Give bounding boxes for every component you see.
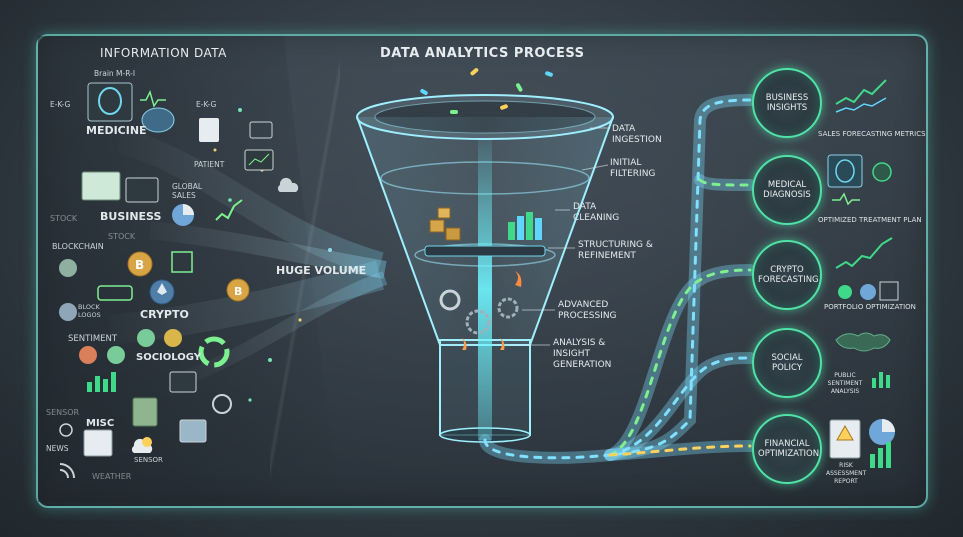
face-icon: [107, 346, 125, 364]
output-sub-portfolio: PORTFOLIO OPTIMIZATION: [824, 303, 916, 311]
chain-link-icon: [98, 286, 132, 300]
stage-structuring-refinement: STRUCTURING & REFINEMENT: [578, 240, 658, 262]
label-business: BUSINESS: [100, 210, 161, 223]
process-title: DATA ANALYTICS PROCESS: [380, 46, 585, 61]
label-ekg-left: E-K-G: [50, 100, 70, 109]
label-sensor-a: SENSOR: [46, 408, 79, 417]
output-sub-sales-forecasting: SALES FORECASTING METRICS: [818, 130, 926, 138]
stage-data-cleaning: DATA CLEANING: [573, 202, 617, 224]
output-social-policy: SOCIAL POLICY: [752, 328, 822, 398]
stage-initial-filtering: INITIAL FILTERING: [610, 158, 660, 180]
risk-report-icon: [830, 419, 895, 468]
medical-scan-icon: [828, 155, 891, 204]
label-huge-volume: HUGE VOLUME: [276, 264, 366, 277]
sales-line-chart-icon: [832, 74, 894, 122]
label-patient: PATIENT: [194, 160, 224, 169]
trend-screen-icon: [170, 372, 196, 392]
output-sub-treatment-plan: OPTIMIZED TREATMENT PLAN: [818, 216, 922, 224]
stage-data-ingestion: DATA INGESTION: [612, 124, 662, 146]
funnel: [357, 67, 613, 442]
happy-face-icon: [137, 329, 155, 347]
output-crypto-forecasting: CRYPTO FORECASTING: [752, 240, 822, 310]
input-section-title: INFORMATION DATA: [100, 46, 227, 60]
label-sociology: SOCIOLOGY: [136, 352, 201, 363]
label-crypto: CRYPTO: [140, 308, 189, 321]
label-news: NEWS: [46, 444, 69, 453]
crypto-growth-chart-icon: [836, 238, 898, 300]
label-stock-b: STOCK: [108, 232, 135, 241]
output-medical-diagnosis: MEDICAL DIAGNOSIS: [752, 155, 822, 225]
label-brain-mri: Brain M-R-I: [94, 69, 135, 78]
ekg-icon: [140, 92, 166, 106]
label-blockchain: BLOCKCHAIN: [52, 242, 104, 251]
label-weather: WEATHER: [92, 472, 131, 481]
label-medicine: MEDICINE: [86, 124, 147, 137]
stage-advanced-processing: ADVANCED PROCESSING: [558, 300, 628, 322]
document-icon: [250, 122, 272, 138]
output-sub-public-sentiment: PUBLIC SENTIMENT ANALYSIS: [824, 372, 866, 396]
stage-analysis-insight: ANALYSIS & INSIGHT GENERATION: [553, 338, 623, 371]
newspaper-icon: [84, 430, 112, 456]
label-block-logos: BLOCK LOGOS: [78, 303, 108, 319]
block-cube-icon: [172, 252, 192, 272]
label-stock-a: STOCK: [50, 214, 77, 223]
bar-chart-screen-icon: [126, 178, 158, 202]
label-misc: MISC: [86, 418, 114, 429]
sensor-icon: [213, 395, 231, 413]
brain-icon: [142, 108, 174, 132]
landscape-screen-icon: [180, 420, 206, 442]
cloud-icon: [278, 178, 298, 192]
sad-face-icon: [79, 346, 97, 364]
signal-icon: [60, 464, 74, 478]
map-pin-icon: [133, 398, 157, 426]
output-business-insights: BUSINESS INSIGHTS: [752, 68, 822, 138]
output-sub-risk-report: RISK ASSESSMENT REPORT: [826, 462, 866, 486]
label-ekg-right: E-K-G: [196, 100, 216, 109]
litecoin-icon: [59, 303, 77, 321]
patient-card-icon: [199, 118, 219, 142]
chart-screen-icon: [245, 150, 273, 170]
label-global-sales: GLOBAL SALES: [172, 182, 212, 200]
coin-icon: [59, 259, 77, 277]
svg-text:B: B: [234, 285, 242, 298]
label-sentiment: Sentiment: [68, 334, 117, 344]
neutral-face-icon: [164, 329, 182, 347]
output-financial-optimization: FINANCIAL OPTIMIZATION: [752, 414, 822, 484]
sun-sensor-icon: [60, 424, 72, 436]
svg-text:B: B: [135, 258, 144, 272]
label-sensor-b: SENSOR: [134, 456, 163, 464]
spreadsheet-icon: [82, 172, 120, 200]
